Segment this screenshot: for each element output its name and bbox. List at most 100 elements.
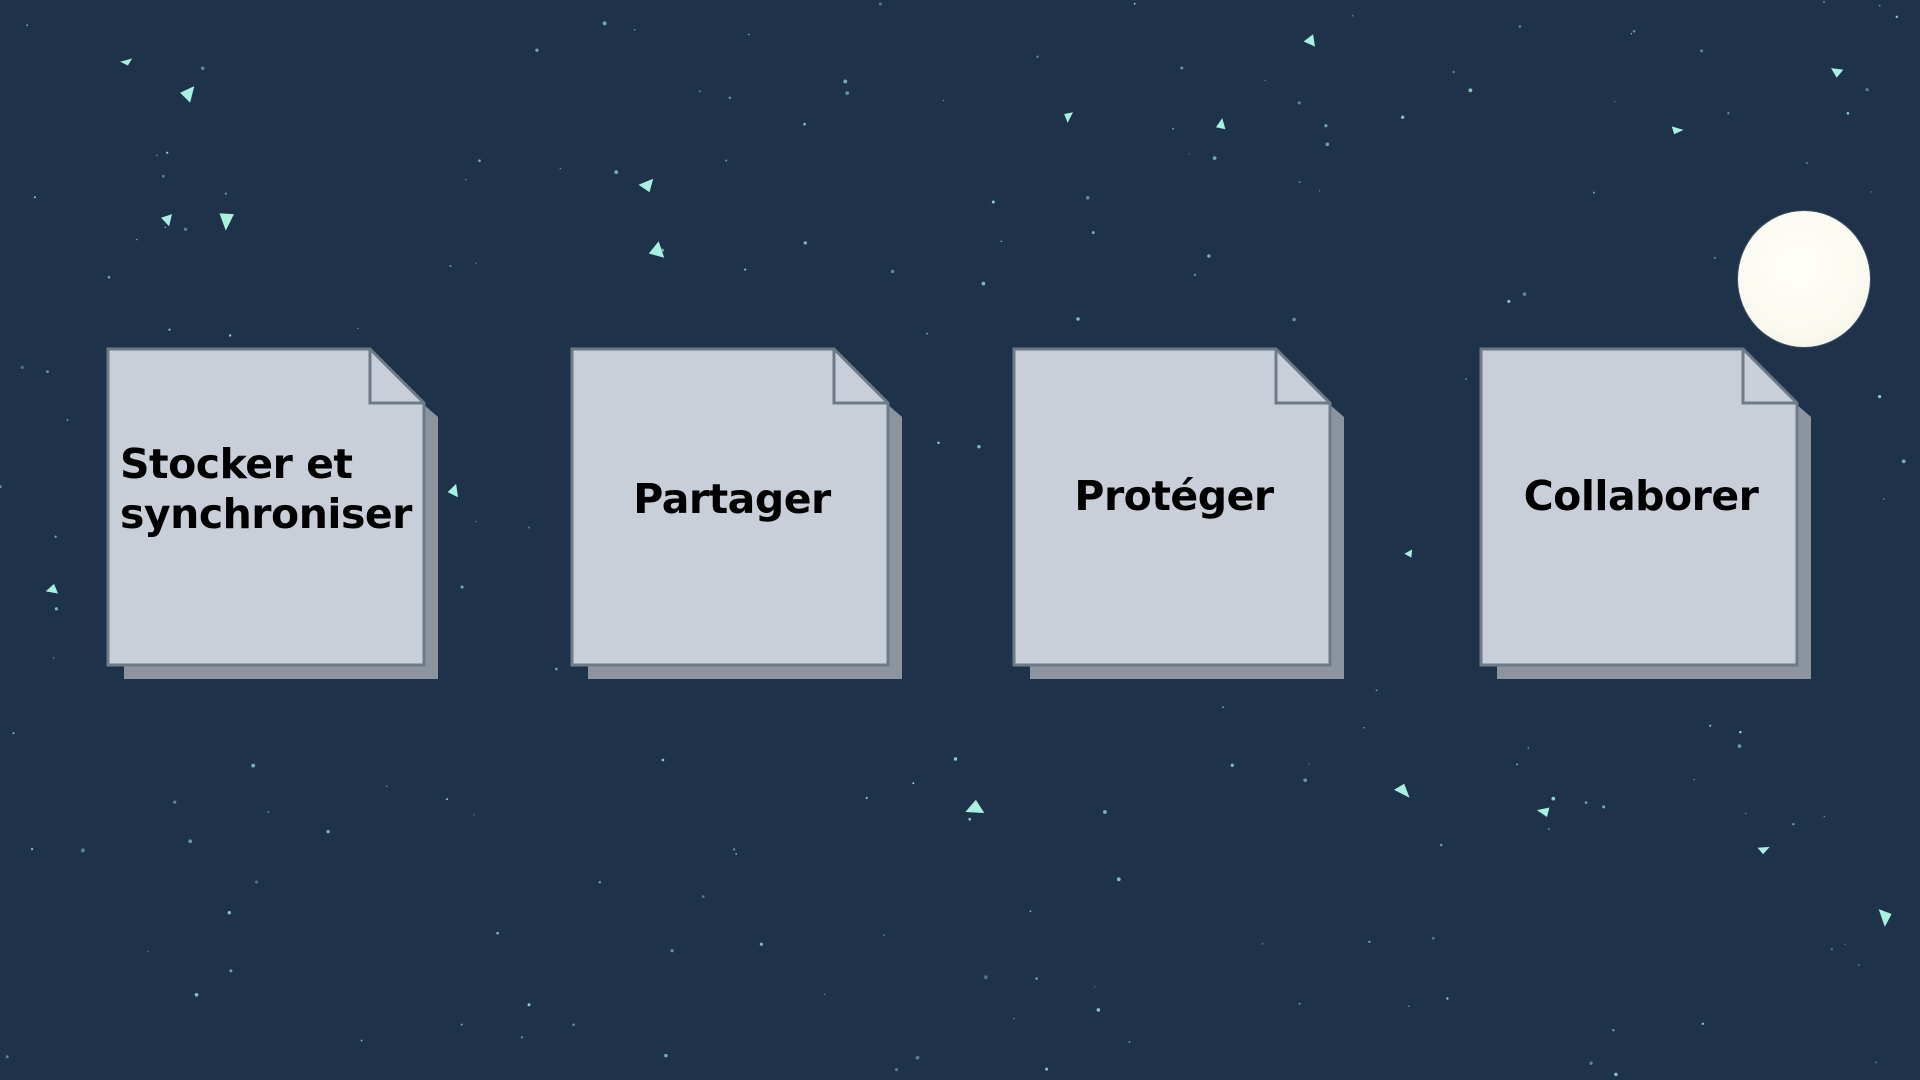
confetti-speck bbox=[1297, 101, 1301, 105]
confetti-speck bbox=[1116, 877, 1121, 882]
confetti-speck bbox=[843, 79, 848, 84]
confetti-speck bbox=[883, 934, 885, 936]
confetti-speck bbox=[224, 192, 227, 195]
confetti-shard bbox=[1394, 783, 1410, 798]
card-label: Protéger bbox=[1074, 472, 1274, 520]
confetti-speck bbox=[1324, 124, 1328, 128]
confetti-speck bbox=[759, 942, 764, 946]
confetti-speck bbox=[865, 796, 868, 800]
confetti-speck bbox=[12, 732, 15, 735]
confetti-speck bbox=[991, 200, 995, 204]
confetti-speck bbox=[162, 174, 165, 178]
confetti-speck bbox=[1901, 459, 1906, 464]
card-stocker-synchroniser: Stocker et synchroniser bbox=[106, 347, 438, 679]
confetti-shard bbox=[180, 86, 195, 103]
confetti-speck bbox=[20, 365, 24, 369]
confetti-speck bbox=[732, 848, 736, 851]
confetti-shard bbox=[161, 214, 172, 227]
confetti-speck bbox=[1522, 292, 1527, 296]
confetti-speck bbox=[1700, 49, 1704, 53]
card-label: Collaborer bbox=[1523, 472, 1759, 520]
confetti-speck bbox=[1036, 55, 1039, 59]
confetti-speck bbox=[1875, 1061, 1877, 1064]
confetti-speck bbox=[735, 853, 738, 855]
confetti-speck bbox=[1589, 1061, 1593, 1065]
confetti-speck bbox=[1188, 153, 1191, 155]
confetti-speck bbox=[107, 276, 111, 279]
confetti-speck bbox=[535, 48, 539, 52]
confetti-speck bbox=[926, 332, 929, 335]
confetti-shard bbox=[648, 241, 665, 258]
confetti-speck bbox=[1709, 724, 1712, 727]
confetti-speck bbox=[66, 419, 69, 421]
confetti-speck bbox=[748, 33, 750, 36]
confetti-speck bbox=[1308, 763, 1310, 765]
confetti-speck bbox=[1292, 317, 1296, 322]
confetti-speck bbox=[1264, 79, 1266, 81]
confetti-speck bbox=[701, 895, 705, 898]
confetti-speck bbox=[1193, 273, 1197, 277]
confetti-speck bbox=[1351, 15, 1354, 17]
confetti-speck bbox=[634, 29, 636, 31]
confetti-speck bbox=[803, 122, 807, 126]
confetti-shard bbox=[1831, 68, 1844, 78]
confetti-shard bbox=[1404, 549, 1413, 558]
confetti-speck bbox=[942, 99, 945, 102]
confetti-speck bbox=[54, 607, 58, 611]
confetti-speck bbox=[968, 817, 972, 821]
confetti-speck bbox=[1180, 66, 1184, 70]
confetti-speck bbox=[229, 969, 233, 973]
confetti-speck bbox=[1693, 778, 1695, 781]
confetti-speck bbox=[1551, 796, 1556, 801]
confetti-speck bbox=[937, 441, 940, 445]
confetti-speck bbox=[183, 227, 188, 232]
confetti-speck bbox=[728, 96, 732, 100]
confetti-speck bbox=[1895, 15, 1899, 19]
confetti-speck bbox=[528, 526, 531, 529]
confetti-speck bbox=[267, 810, 270, 813]
confetti-shard bbox=[1536, 807, 1550, 817]
confetti-speck bbox=[251, 763, 256, 768]
confetti-speck bbox=[803, 241, 807, 245]
confetti-shard bbox=[45, 583, 58, 594]
confetti-speck bbox=[520, 1036, 524, 1039]
confetti-speck bbox=[1230, 763, 1234, 767]
confetti-speck bbox=[1318, 190, 1321, 192]
confetti-speck bbox=[1632, 29, 1636, 33]
confetti-speck bbox=[1439, 843, 1443, 847]
confetti-speck bbox=[1822, 0, 1826, 4]
confetti-speck bbox=[33, 196, 36, 199]
confetti-speck bbox=[360, 1039, 363, 1042]
confetti-speck bbox=[915, 1055, 920, 1060]
confetti-speck bbox=[1128, 1040, 1131, 1043]
confetti-shard bbox=[1757, 846, 1770, 855]
confetti-speck bbox=[52, 657, 55, 659]
confetti-shard bbox=[965, 799, 985, 813]
confetti-speck bbox=[46, 370, 49, 374]
confetti-speck bbox=[475, 262, 477, 264]
confetti-speck bbox=[1452, 70, 1455, 74]
card-label: Stocker et synchroniser bbox=[120, 440, 412, 538]
confetti-shard bbox=[447, 483, 458, 498]
confetti-speck bbox=[478, 159, 481, 162]
confetti-speck bbox=[200, 66, 205, 71]
confetti-speck bbox=[1076, 317, 1080, 321]
confetti-speck bbox=[1584, 801, 1588, 804]
confetti-speck bbox=[912, 782, 915, 785]
document-icon bbox=[1479, 347, 1811, 679]
confetti-speck bbox=[1739, 730, 1742, 734]
confetti-speck bbox=[1091, 231, 1095, 235]
confetti-speck bbox=[80, 848, 85, 853]
confetti-speck bbox=[670, 949, 674, 953]
confetti-speck bbox=[1468, 88, 1473, 93]
confetti-speck bbox=[1592, 191, 1596, 194]
confetti-speck bbox=[698, 90, 701, 93]
confetti-speck bbox=[1133, 2, 1136, 5]
confetti-speck bbox=[1792, 823, 1795, 826]
card-label: Partager bbox=[633, 475, 831, 523]
confetti-speck bbox=[227, 910, 232, 915]
confetti-speck bbox=[572, 1023, 576, 1027]
confetti-speck bbox=[188, 839, 193, 844]
confetti-speck bbox=[555, 667, 558, 671]
